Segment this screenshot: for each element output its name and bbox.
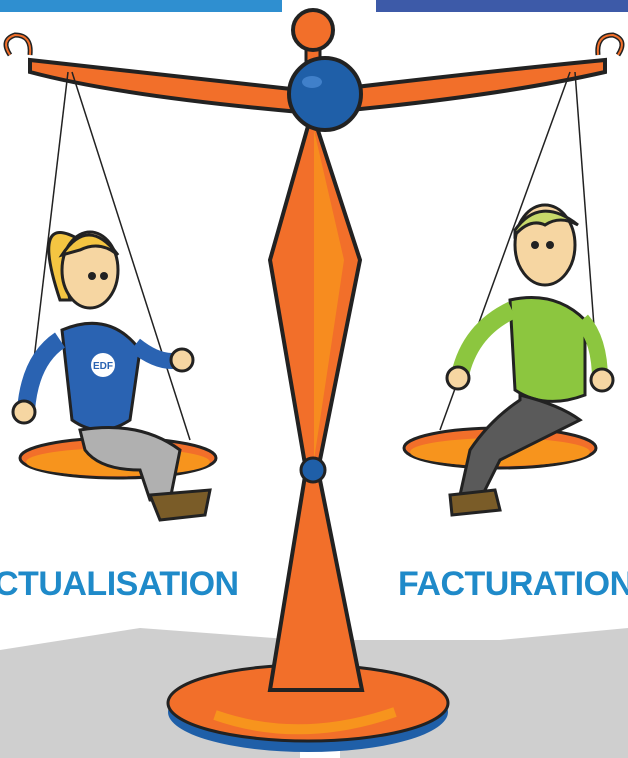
- top-left-bar: [0, 0, 282, 12]
- scale-pillar: [267, 105, 365, 692]
- left-character: EDF: [11, 230, 212, 522]
- scale-finial: [287, 8, 363, 132]
- label-actualisation: CTUALISATION: [0, 565, 239, 603]
- scale-base: [166, 663, 450, 752]
- right-character: [445, 203, 615, 517]
- edf-logo-icon: EDF: [91, 353, 115, 377]
- pillar-knob: [299, 456, 327, 484]
- edf-logo-text: EDF: [93, 361, 113, 372]
- label-facturation: FACTURATION: [398, 565, 628, 603]
- top-right-bar: [376, 0, 628, 12]
